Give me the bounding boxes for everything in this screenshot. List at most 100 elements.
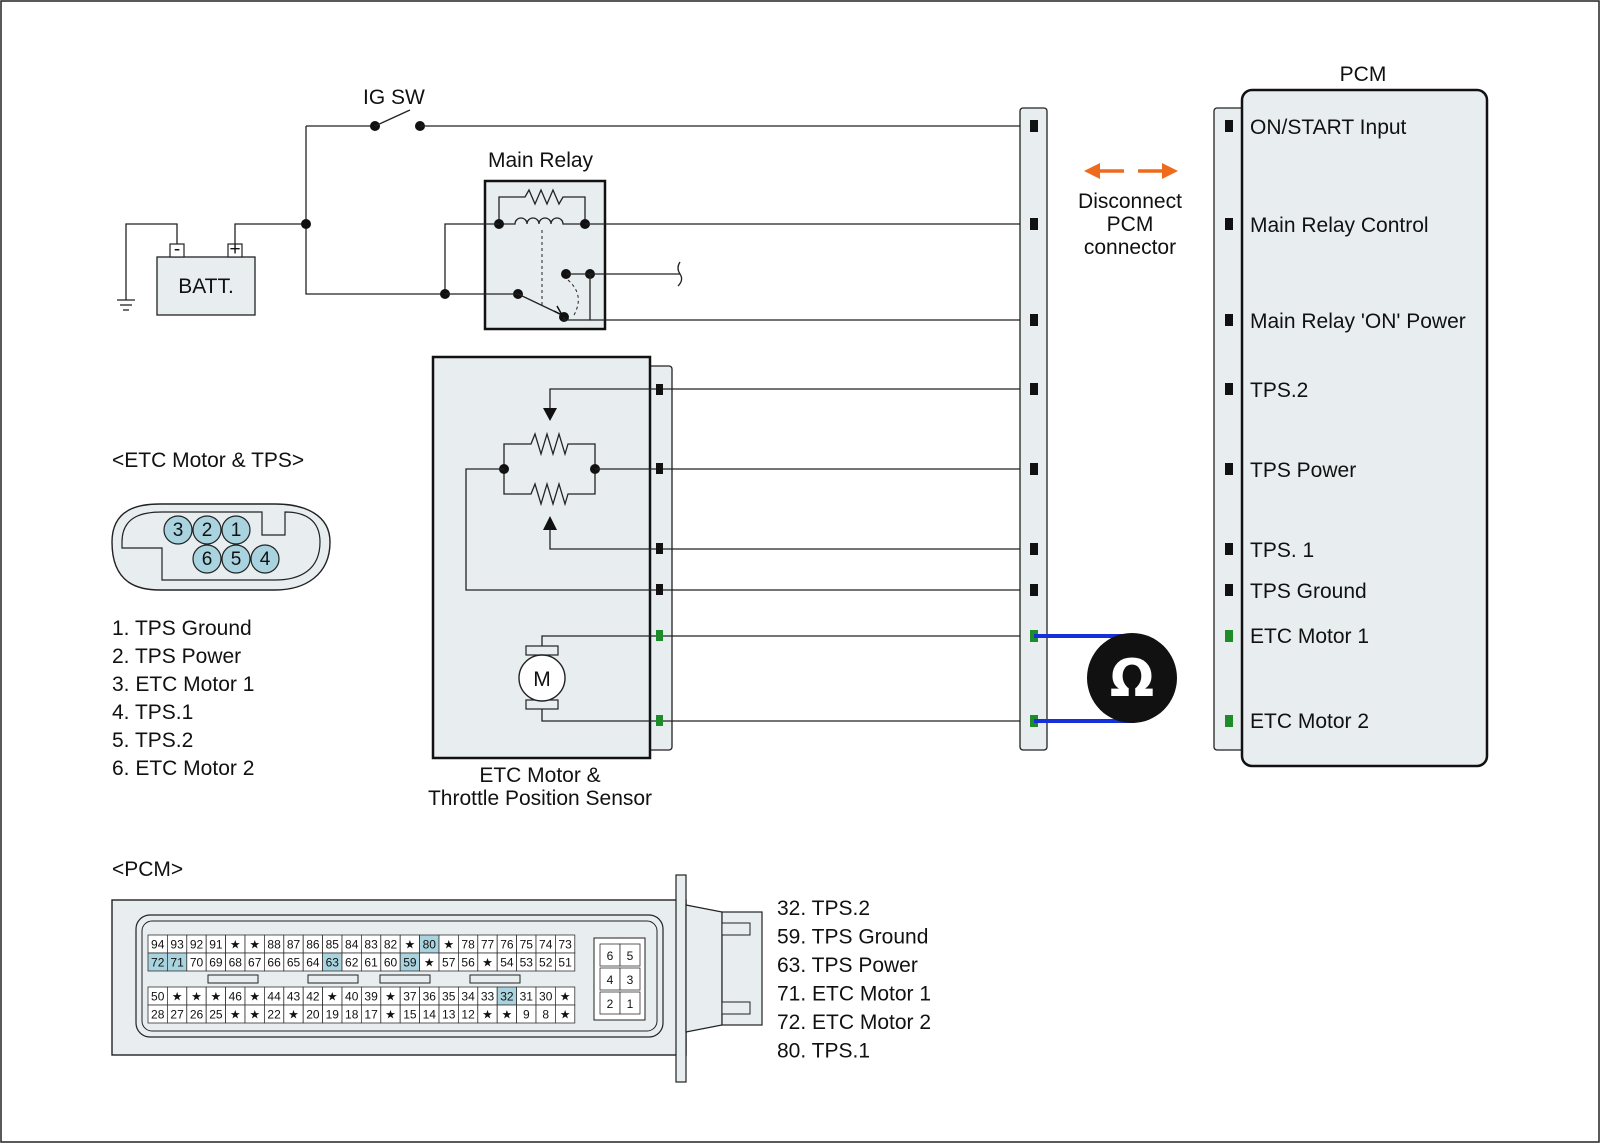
etc-label-line1: ETC Motor &	[479, 764, 600, 787]
main-relay	[483, 179, 607, 331]
pcm-pin-number: 86	[306, 938, 320, 952]
pcm-legend-item: 72. ETC Motor 2	[777, 1011, 931, 1034]
pcm-pin-number: 37	[403, 990, 417, 1004]
pcm-pin-number: 56	[461, 956, 475, 970]
etc-pin	[221, 515, 251, 545]
pcm-pin-number: ★	[482, 1008, 493, 1022]
pcm-pin-number: ★	[249, 938, 260, 952]
pcm-pin-number: ★	[191, 990, 202, 1004]
pcm-pin-number: ★	[385, 990, 396, 1004]
pcm-pin-number: 14	[423, 1008, 437, 1022]
pcm-pin-number: 30	[539, 990, 553, 1004]
etc-legend-item: 2. TPS Power	[112, 645, 241, 668]
pcm-pin-number: 18	[345, 1008, 359, 1022]
pcm-pin-number: 36	[423, 990, 437, 1004]
pcm-pin-number: 22	[267, 1008, 281, 1022]
pcm-pin-number: 40	[345, 990, 359, 1004]
etc-pin-number: 2	[202, 520, 213, 541]
etc-label-line2: Throttle Position Sensor	[428, 787, 652, 810]
pcm-pin-number: 77	[481, 938, 495, 952]
etc-motor-tps-module: M	[431, 355, 673, 760]
pcm-title: PCM	[1340, 63, 1387, 86]
pcm-pin-number: ★	[424, 956, 435, 970]
pcm-pin-number: 31	[520, 990, 534, 1004]
pcm-terminal-label: ETC Motor 1	[1250, 625, 1369, 648]
pcm-pin-number: 78	[461, 938, 475, 952]
pcm-terminal-label: TPS Ground	[1250, 580, 1367, 603]
pcm-pin-number: 13	[442, 1008, 456, 1022]
etc-pin	[221, 544, 251, 574]
pcm-pin-number: 63	[326, 956, 340, 970]
pcm-legend-item: 32. TPS.2	[777, 897, 870, 920]
pcm-legend-item: 80. TPS.1	[777, 1040, 870, 1063]
battery-plus: +	[229, 239, 240, 260]
pcm-pin-number: 61	[364, 956, 378, 970]
pcm-connector-title: <PCM>	[112, 858, 183, 881]
pcm-small-pin-number: 6	[607, 949, 614, 963]
ground-symbol	[117, 223, 178, 311]
etc-connector-face	[111, 503, 331, 591]
pcm-pin-number: 70	[190, 956, 204, 970]
etc-pin	[192, 515, 222, 545]
pcm-pin-number: 54	[500, 956, 514, 970]
pcm-terminal-label: Main Relay Control	[1250, 214, 1429, 237]
pcm-pin-number: ★	[405, 938, 416, 952]
ohm-icon: Ω	[1110, 649, 1154, 709]
pcm-pin-number: 94	[151, 938, 165, 952]
pcm-pin-number: 72	[151, 956, 165, 970]
etc-pin-number: 3	[173, 520, 184, 541]
pcm-small-pin-cell	[619, 967, 641, 991]
pcm-pin-number: 69	[209, 956, 223, 970]
pcm-small-pin-number: 3	[627, 973, 634, 987]
etc-legend-item: 6. ETC Motor 2	[112, 757, 254, 780]
pcm-small-pin-number: 5	[627, 949, 634, 963]
pcm-pin-number: 42	[306, 990, 320, 1004]
pcm-pin-number: 39	[364, 990, 378, 1004]
etc-pin-number: 5	[231, 549, 242, 570]
pcm-pin-number: 68	[229, 956, 243, 970]
etc-module-pins	[656, 384, 663, 726]
pcm-pin-number: 15	[403, 1008, 417, 1022]
pcm-pin-number: 51	[558, 956, 572, 970]
pcm-pin-number: ★	[249, 1008, 260, 1022]
pcm-legend-item: 71. ETC Motor 1	[777, 983, 931, 1006]
etc-pin-number: 4	[260, 549, 271, 570]
pcm-pin-number: 52	[539, 956, 553, 970]
pcm-pin-number: 64	[306, 956, 320, 970]
pcm-module	[1213, 88, 1489, 768]
pcm-pin-cell	[555, 952, 576, 972]
pcm-terminal-label: ON/START Input	[1250, 116, 1407, 139]
etc-harness-wires	[663, 388, 1030, 722]
etc-legend-item: 1. TPS Ground	[112, 617, 252, 640]
etc-pin	[192, 544, 222, 574]
battery: - + BATT.	[156, 239, 256, 316]
pcm-terminal-label: TPS.2	[1250, 379, 1308, 402]
pcm-pin-number: 9	[523, 1008, 530, 1022]
pcm-terminal-label: TPS. 1	[1250, 539, 1314, 562]
pcm-pin-number: ★	[249, 990, 260, 1004]
pcm-small-pin-cell	[619, 991, 641, 1015]
etc-pin	[250, 544, 280, 574]
pcm-pin-number: 32	[500, 990, 514, 1004]
disconnect-line2: PCM	[1107, 213, 1154, 236]
pcm-pin-number: 82	[384, 938, 398, 952]
pcm-pin-number: 28	[151, 1008, 165, 1022]
pcm-pin-number: ★	[482, 956, 493, 970]
pcm-pin-number: 8	[542, 1008, 549, 1022]
pcm-pin-number: ★	[230, 938, 241, 952]
pcm-pin-number: ★	[560, 1008, 571, 1022]
pcm-pin-number: 27	[170, 1008, 184, 1022]
pcm-pin-number: 33	[481, 990, 495, 1004]
pcm-legend-item: 59. TPS Ground	[777, 926, 928, 949]
pcm-pin-cell	[555, 1004, 576, 1024]
pcm-pin-number: ★	[385, 1008, 396, 1022]
pcm-pin-number: 59	[403, 956, 417, 970]
battery-minus: -	[174, 239, 180, 260]
pcm-pin-number: 43	[287, 990, 301, 1004]
pcm-pin-number: 26	[190, 1008, 204, 1022]
etc-pin	[163, 515, 193, 545]
